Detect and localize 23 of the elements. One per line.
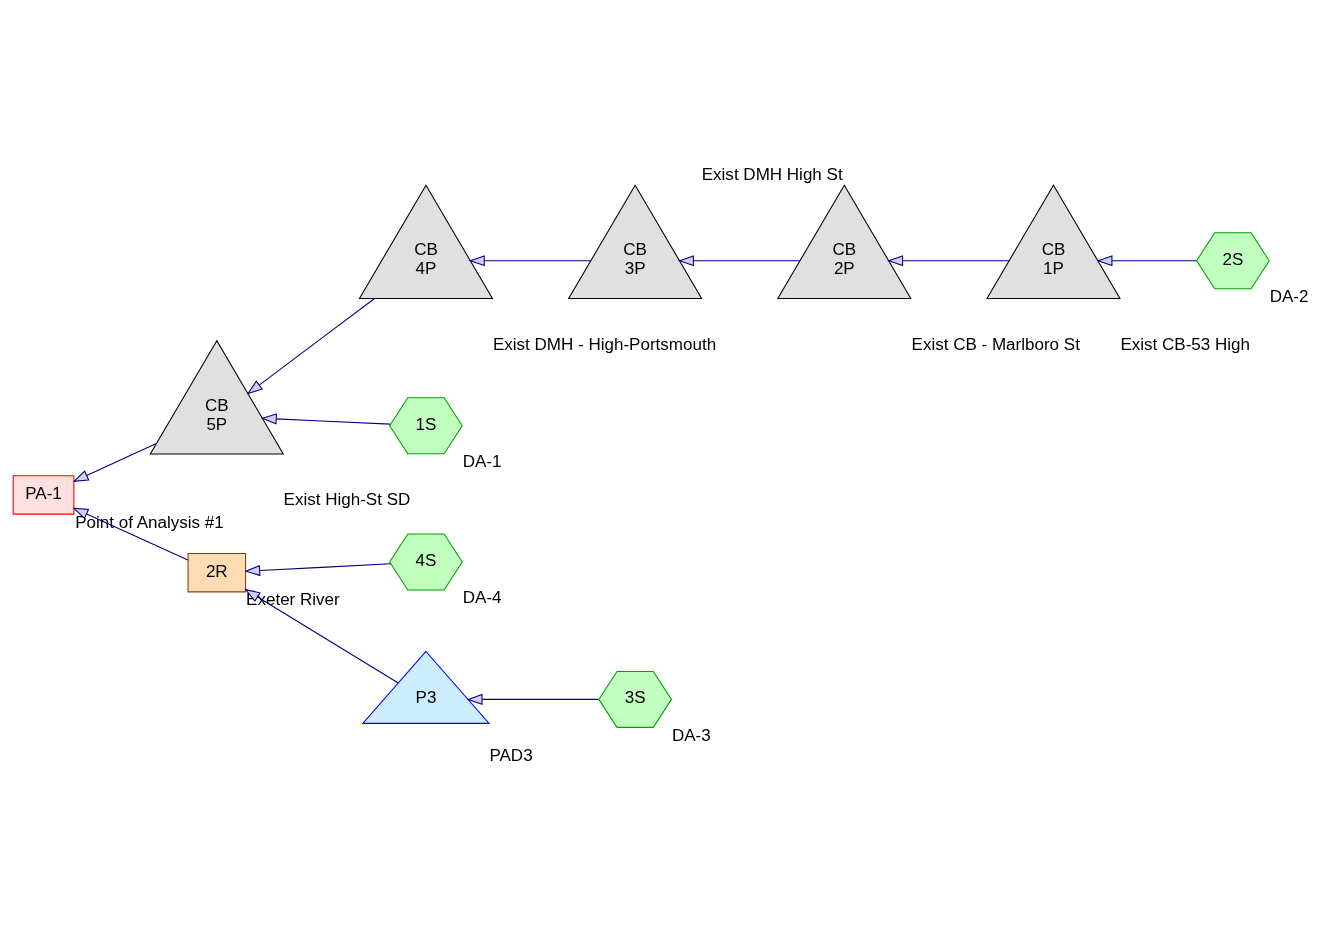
arrow xyxy=(468,255,592,267)
node-label: DA-3 xyxy=(671,725,711,745)
node-label: Exist CB-53 High xyxy=(1120,334,1250,354)
arrow xyxy=(244,563,392,577)
arrow xyxy=(260,413,391,425)
arrow xyxy=(677,255,801,267)
node-label: DA-1 xyxy=(462,452,502,472)
arrow xyxy=(246,298,375,395)
node-label: PAD3 xyxy=(489,746,533,766)
arrow xyxy=(1096,255,1197,267)
node-box: 2R xyxy=(187,553,247,593)
arrow xyxy=(466,693,599,705)
node-label: DA-4 xyxy=(462,588,502,608)
arrow xyxy=(244,588,399,684)
arrow xyxy=(887,255,1010,267)
node-label: Exist DMH - High-Portsmouth xyxy=(492,334,717,354)
node-box: PA-1 xyxy=(12,475,75,515)
arrow xyxy=(72,507,189,561)
arrow xyxy=(72,443,157,483)
node-label: Exist High-St SD xyxy=(283,490,411,510)
node-label: Exist CB - Marlboro St xyxy=(911,334,1080,354)
node-label: DA-2 xyxy=(1269,287,1309,307)
node-label: Exist DMH High St xyxy=(701,164,843,184)
